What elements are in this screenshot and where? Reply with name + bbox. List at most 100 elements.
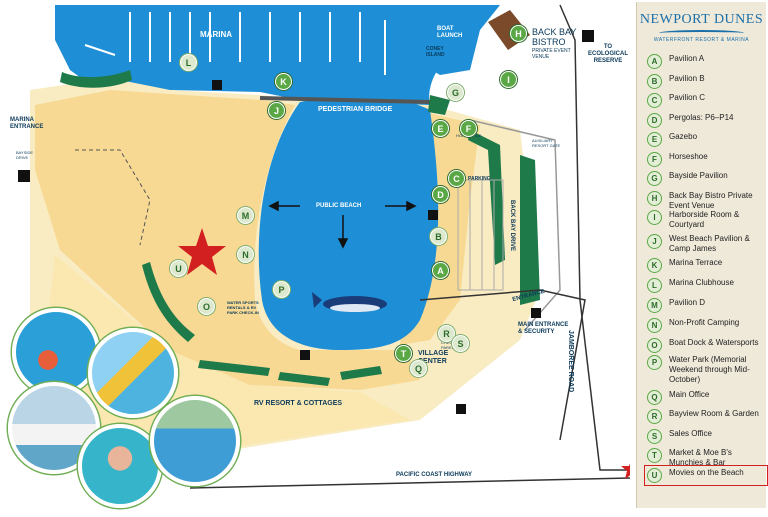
- legend-marker-icon: L: [647, 278, 662, 293]
- legend-item-label: Marina Clubhouse: [669, 278, 734, 287]
- legend-item-label: Pavilion D: [669, 298, 706, 307]
- public-beach-arrows: [268, 200, 417, 249]
- marker-d[interactable]: D: [432, 186, 449, 203]
- legend-item-label: Movies on the Beach: [669, 468, 744, 477]
- legend-marker-icon: F: [647, 152, 662, 167]
- label-village-center: VILLAGE CENTER: [418, 350, 449, 365]
- marker-t[interactable]: T: [395, 345, 412, 362]
- legend-item-label: Marina Terrace: [669, 258, 723, 267]
- marker-j[interactable]: J: [268, 102, 285, 119]
- marker-f[interactable]: F: [460, 120, 477, 137]
- label-parking: PARKING: [468, 176, 491, 182]
- whale-icon: [312, 292, 387, 312]
- trail: [75, 149, 151, 246]
- label-coney-island: CONEY ISLAND: [426, 46, 445, 58]
- restroom-icon: [212, 80, 466, 414]
- parking-lots: [457, 179, 504, 291]
- label-public-beach: PUBLIC BEACH: [316, 203, 362, 209]
- marker-k[interactable]: K: [275, 73, 292, 90]
- marker-l[interactable]: L: [180, 54, 197, 71]
- label-back-bay-bistro: BACK BAY BISTRO: [532, 27, 577, 47]
- legend-marker-icon: M: [647, 298, 662, 313]
- public-beach-lagoon: [258, 96, 439, 350]
- legend-item-l[interactable]: L Marina Clubhouse: [647, 278, 765, 293]
- legend-marker-icon: J: [647, 234, 662, 249]
- legend-item-u[interactable]: U Movies on the Beach: [644, 465, 768, 486]
- legend-item-label: Main Office: [669, 390, 710, 399]
- legend-item-label: Pavilion A: [669, 54, 705, 63]
- label-bayside-drive: BAYSIDE DRIVE: [16, 150, 34, 160]
- legend-marker-icon: I: [647, 210, 662, 225]
- label-water-sports: WATER SPORTS RENTALS & RV PARK CHECK-IN: [227, 300, 259, 315]
- legend-item-p[interactable]: P Water Park (Memorial Weekend through Mi…: [647, 355, 765, 385]
- marker-m[interactable]: M: [237, 207, 254, 224]
- marker-a[interactable]: A: [432, 262, 449, 279]
- marker-s[interactable]: S: [452, 335, 469, 352]
- marker-g[interactable]: G: [447, 84, 464, 101]
- legend-item-label: Back Bay Bistro Private Event Venue: [669, 191, 753, 210]
- legend-item-label: Bayside Pavilion: [669, 171, 728, 180]
- label-private-event-venue: PRIVATE EVENT VENUE: [532, 48, 571, 60]
- marker-q[interactable]: Q: [410, 360, 427, 377]
- jamboree-road: [559, 4, 630, 471]
- photo-waterslide: [88, 328, 178, 418]
- pacific-coast-highway: [189, 477, 631, 489]
- label-marina-entrance: MARINA ENTRANCE: [10, 117, 44, 130]
- legend-marker-icon: E: [647, 132, 662, 147]
- legend-panel: NEWPORT DUNES WATERFRONT RESORT & MARINA…: [636, 2, 768, 508]
- pedestrian-bridge: [259, 96, 431, 104]
- legend-item-label: Water Park (Memorial Weekend through Mid…: [669, 355, 750, 384]
- marker-n[interactable]: N: [237, 246, 254, 263]
- legend-item-f[interactable]: F Horseshoe: [647, 152, 765, 167]
- marker-p[interactable]: P: [273, 281, 290, 298]
- label-check-in: CHECK-IN PARKING: [441, 340, 461, 350]
- legend-marker-icon: P: [647, 355, 662, 370]
- label-boat-launch: BOAT LAUNCH: [437, 26, 463, 39]
- legend-item-label: Boat Dock & Watersports: [669, 338, 759, 347]
- legend-marker-icon: Q: [647, 390, 662, 405]
- legend-item-c[interactable]: C Pavilion C: [647, 93, 765, 108]
- newport-dunes-logo: NEWPORT DUNES WATERFRONT RESORT & MARINA: [637, 12, 766, 43]
- legend-item-q[interactable]: Q Main Office: [647, 390, 765, 405]
- legend-marker-icon: O: [647, 338, 662, 353]
- logo-subtitle: WATERFRONT RESORT & MARINA: [653, 37, 750, 43]
- marker-u[interactable]: U: [170, 260, 187, 277]
- photo-paddleboarder: [150, 396, 240, 486]
- marker-h[interactable]: H: [510, 25, 527, 42]
- marker-o[interactable]: O: [198, 298, 215, 315]
- legend-marker-icon: K: [647, 258, 662, 273]
- legend-item-label: Horseshoe: [669, 152, 708, 161]
- legend-marker-icon: N: [647, 318, 662, 333]
- marker-i[interactable]: I: [500, 71, 517, 88]
- legend-marker-icon: C: [647, 93, 662, 108]
- marina-docks: [84, 12, 386, 75]
- logo-wave-icon: [659, 30, 744, 36]
- marker-r[interactable]: R: [438, 325, 455, 342]
- legend-item-label: Pergolas: P6–P14: [669, 113, 734, 122]
- legend-marker-icon: U: [647, 468, 662, 483]
- marker-c[interactable]: C: [448, 170, 465, 187]
- legend-item-k[interactable]: K Marina Terrace: [647, 258, 765, 273]
- legend-pointer-star: [621, 458, 643, 479]
- label-main-entrance: MAIN ENTRANCE & SECURITY: [518, 322, 569, 335]
- legend-item-label: Pavilion C: [669, 93, 706, 102]
- marker-b[interactable]: B: [430, 228, 447, 245]
- label-ecological-reserve: TO ECOLOGICAL RESERVE: [588, 44, 628, 64]
- legend-item-label: Pavilion B: [669, 74, 705, 83]
- legend-item-o[interactable]: O Boat Dock & Watersports: [647, 338, 765, 353]
- marker-e[interactable]: E: [432, 120, 449, 137]
- legend-item-m[interactable]: M Pavilion D: [647, 298, 765, 313]
- back-bay-water: [400, 5, 500, 75]
